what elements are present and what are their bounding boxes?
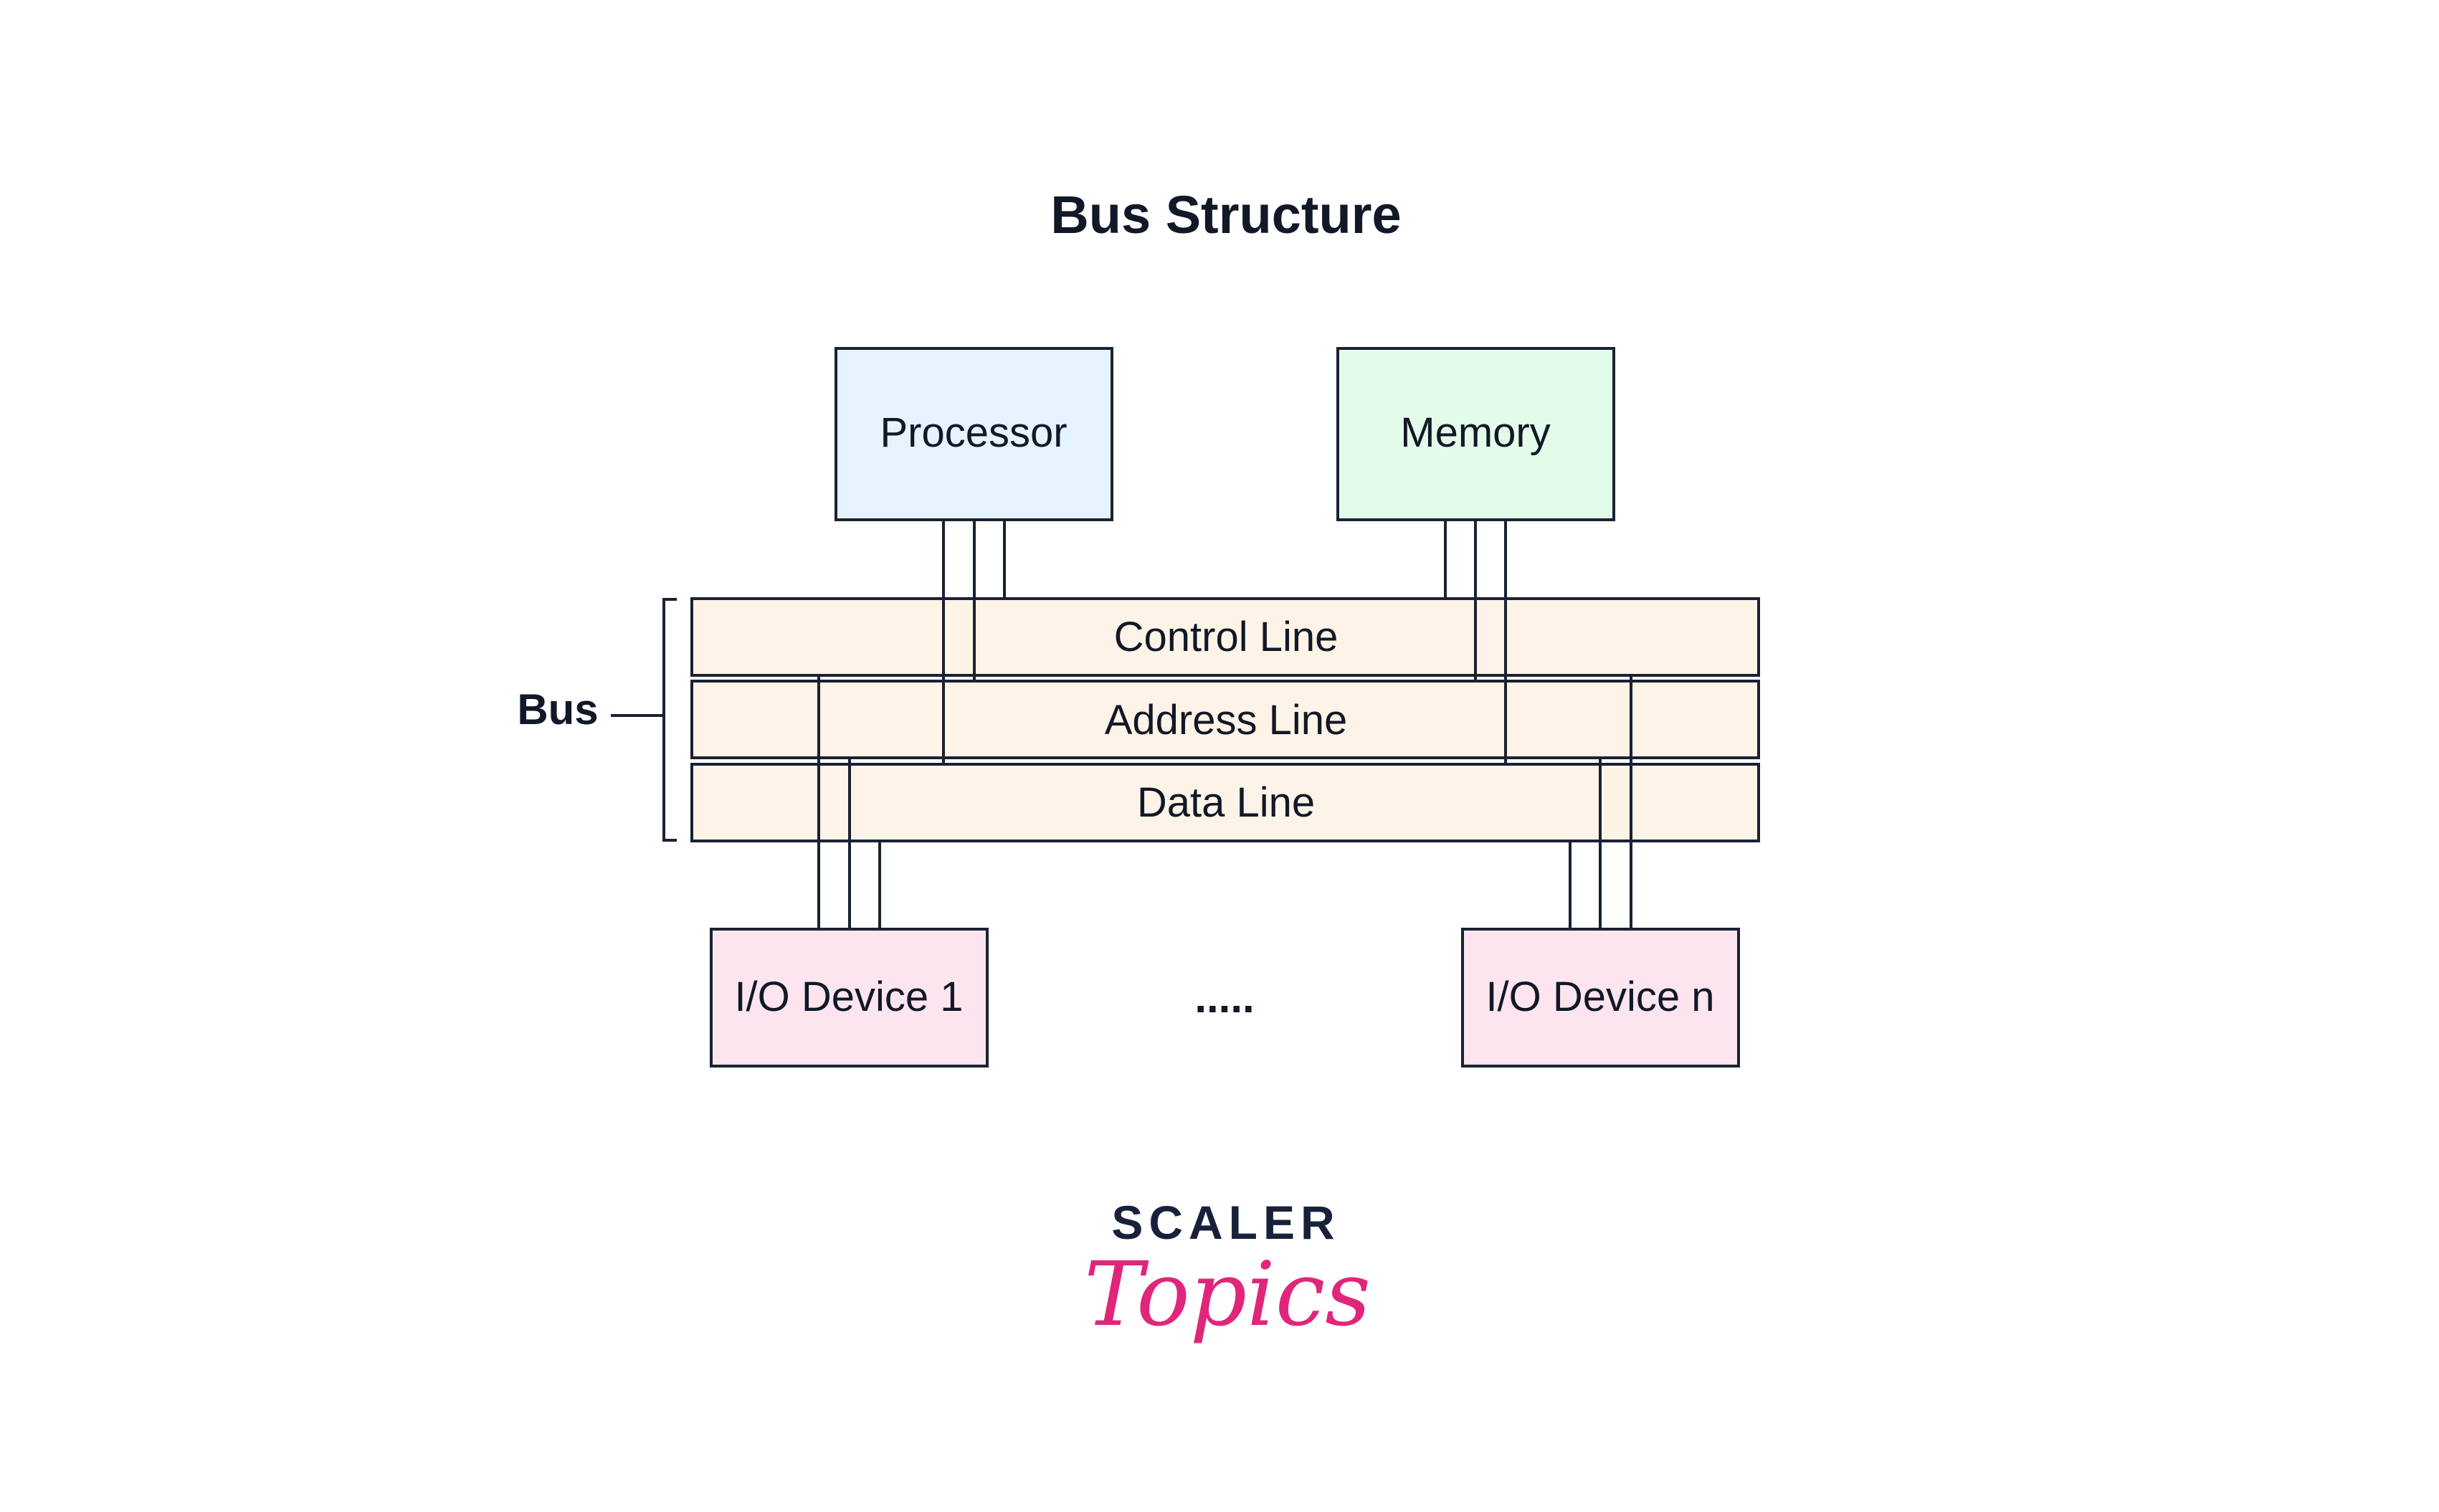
- more-devices-ellipsis: .....: [1194, 974, 1254, 1022]
- scaler-topics-logo: SCALER Topics: [1084, 1196, 1371, 1346]
- io-device-n-label: I/O Device n: [1485, 974, 1714, 1020]
- address-line-bar: [690, 680, 1760, 759]
- logo-wordmark-top: SCALER: [1111, 1196, 1340, 1249]
- memory-label: Memory: [1400, 409, 1550, 456]
- bus-lines: [690, 597, 1760, 842]
- io-device-1-box: I/O Device 1: [710, 928, 989, 1068]
- data-line-bar: [690, 763, 1760, 842]
- logo-wordmark-script: Topics: [1084, 1243, 1371, 1346]
- io-device-1-label: I/O Device 1: [734, 974, 963, 1020]
- control-line-label: Control Line: [1114, 614, 1339, 660]
- through-connectors: [817, 599, 1632, 929]
- processor-label: Processor: [880, 409, 1067, 456]
- diagram-title: Bus Structure: [1050, 185, 1401, 244]
- memory-box: Memory: [1336, 347, 1615, 521]
- address-line-label: Address Line: [1105, 697, 1348, 743]
- bus-tag: Bus: [517, 685, 598, 733]
- processor-box: Processor: [835, 347, 1113, 521]
- bus-bracket: [611, 598, 677, 842]
- control-line-bar: [690, 597, 1760, 677]
- data-line-label: Data Line: [1137, 779, 1315, 826]
- io-device-n-box: I/O Device n: [1461, 928, 1740, 1068]
